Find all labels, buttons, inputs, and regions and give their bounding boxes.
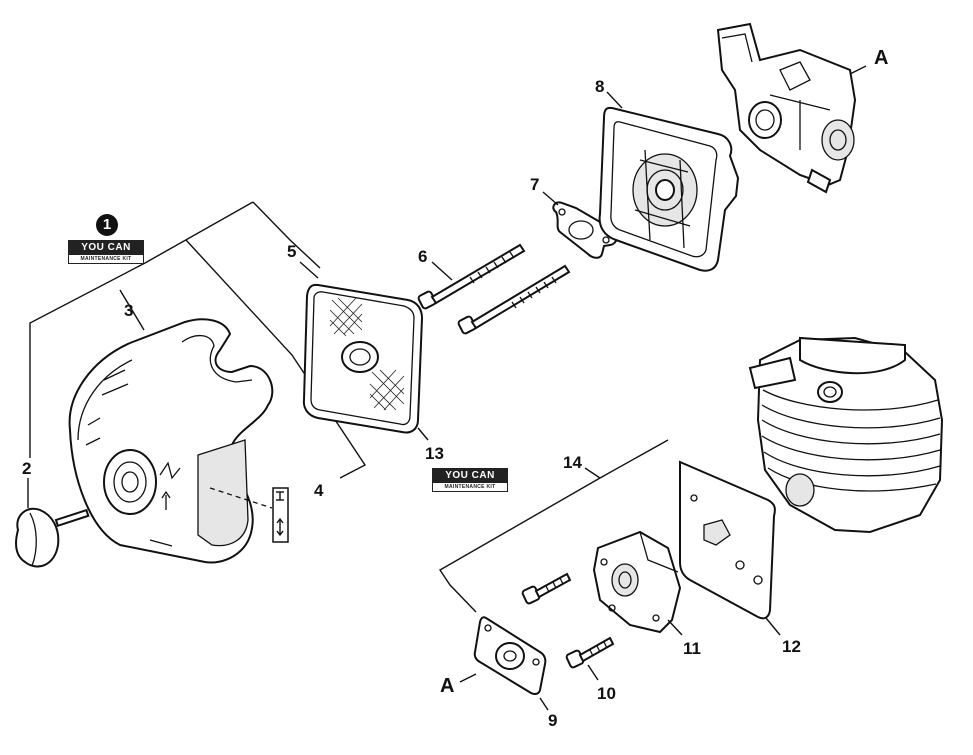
badge-1-title: YOU CAN [68, 240, 144, 254]
intake-screws [521, 572, 615, 669]
cylinder-gasket [679, 460, 776, 620]
part-label-9: 9 [548, 711, 558, 730]
intake-adapter [592, 530, 682, 634]
air-filter [302, 283, 424, 434]
maintenance-kit-badge-13: YOU CAN MAINTENANCE KIT [432, 468, 508, 492]
part-label-3: 3 [124, 301, 134, 320]
choke-decal [209, 487, 289, 543]
badge-13-subtitle: MAINTENANCE KIT [432, 482, 508, 492]
ref-label-a-bottom: A [440, 675, 455, 697]
part-label-4: 4 [314, 481, 324, 500]
intake-gasket-a [473, 616, 547, 695]
long-bolts [417, 243, 571, 335]
part-label-5: 5 [287, 242, 297, 261]
part-label-2: 2 [22, 459, 32, 478]
part-label-7: 7 [530, 175, 540, 194]
badge-1-subtitle: MAINTENANCE KIT [68, 254, 144, 264]
part-label-12: 12 [782, 637, 801, 656]
filter-mesh-bottom [369, 369, 405, 411]
intake-gasket [552, 201, 618, 259]
part-label-8: 8 [595, 77, 605, 96]
kit-14-bracket [439, 439, 669, 613]
carburetor [716, 22, 857, 194]
part-label-13: 13 [425, 444, 444, 463]
maintenance-kit-badge-1: YOU CAN MAINTENANCE KIT [68, 240, 144, 264]
air-cleaner-cover [68, 318, 274, 564]
cylinder [748, 336, 944, 534]
badge-13-title: YOU CAN [432, 468, 508, 482]
ref-label-a-top: A [874, 47, 889, 69]
part-label-6: 6 [418, 247, 428, 266]
part-label-14: 14 [563, 453, 582, 472]
part-label-11: 11 [683, 639, 701, 658]
cover-knob [15, 507, 90, 568]
kit-number-1: 1 [96, 214, 118, 236]
air-filter-base [598, 106, 740, 272]
filter-mesh-top [329, 297, 363, 337]
part-label-10: 10 [597, 684, 616, 703]
